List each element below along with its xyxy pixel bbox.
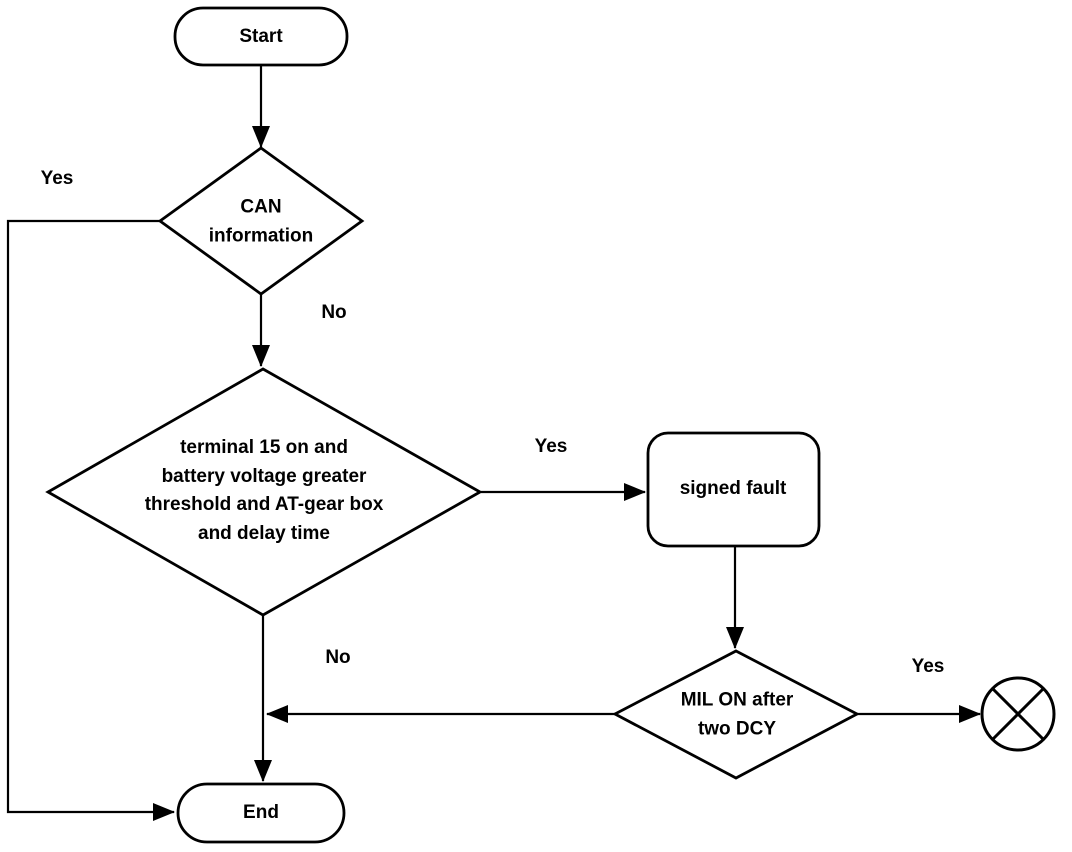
- start-label: Start: [239, 25, 283, 47]
- signed-fault-process-shape: [646, 431, 821, 548]
- edge-label-can-yes: Yes: [40, 167, 74, 189]
- edge-label-condition-yes: Yes: [534, 435, 568, 457]
- can-information-decision-shape: [157, 146, 365, 296]
- can-information-label: CAN information: [208, 196, 314, 247]
- signed-fault-label: signed fault: [679, 477, 787, 499]
- edge-label-mil-no: No: [325, 646, 351, 668]
- edge-label-mil-yes: Yes: [911, 655, 945, 677]
- end-label: End: [243, 801, 279, 823]
- mil-on-label: MIL ON after two DCY: [680, 689, 794, 740]
- main-condition-label: terminal 15 on and battery voltage great…: [144, 437, 384, 544]
- crossed-circle-terminator-icon: [980, 676, 1056, 752]
- main-condition-decision-shape: [45, 367, 483, 617]
- edge-label-can-no: No: [321, 301, 347, 323]
- mil-on-decision-shape: [611, 649, 861, 780]
- start-terminator-shape: [173, 6, 349, 67]
- connector-can-yes-to-end: [6, 219, 175, 821]
- end-terminator-shape: [176, 782, 346, 844]
